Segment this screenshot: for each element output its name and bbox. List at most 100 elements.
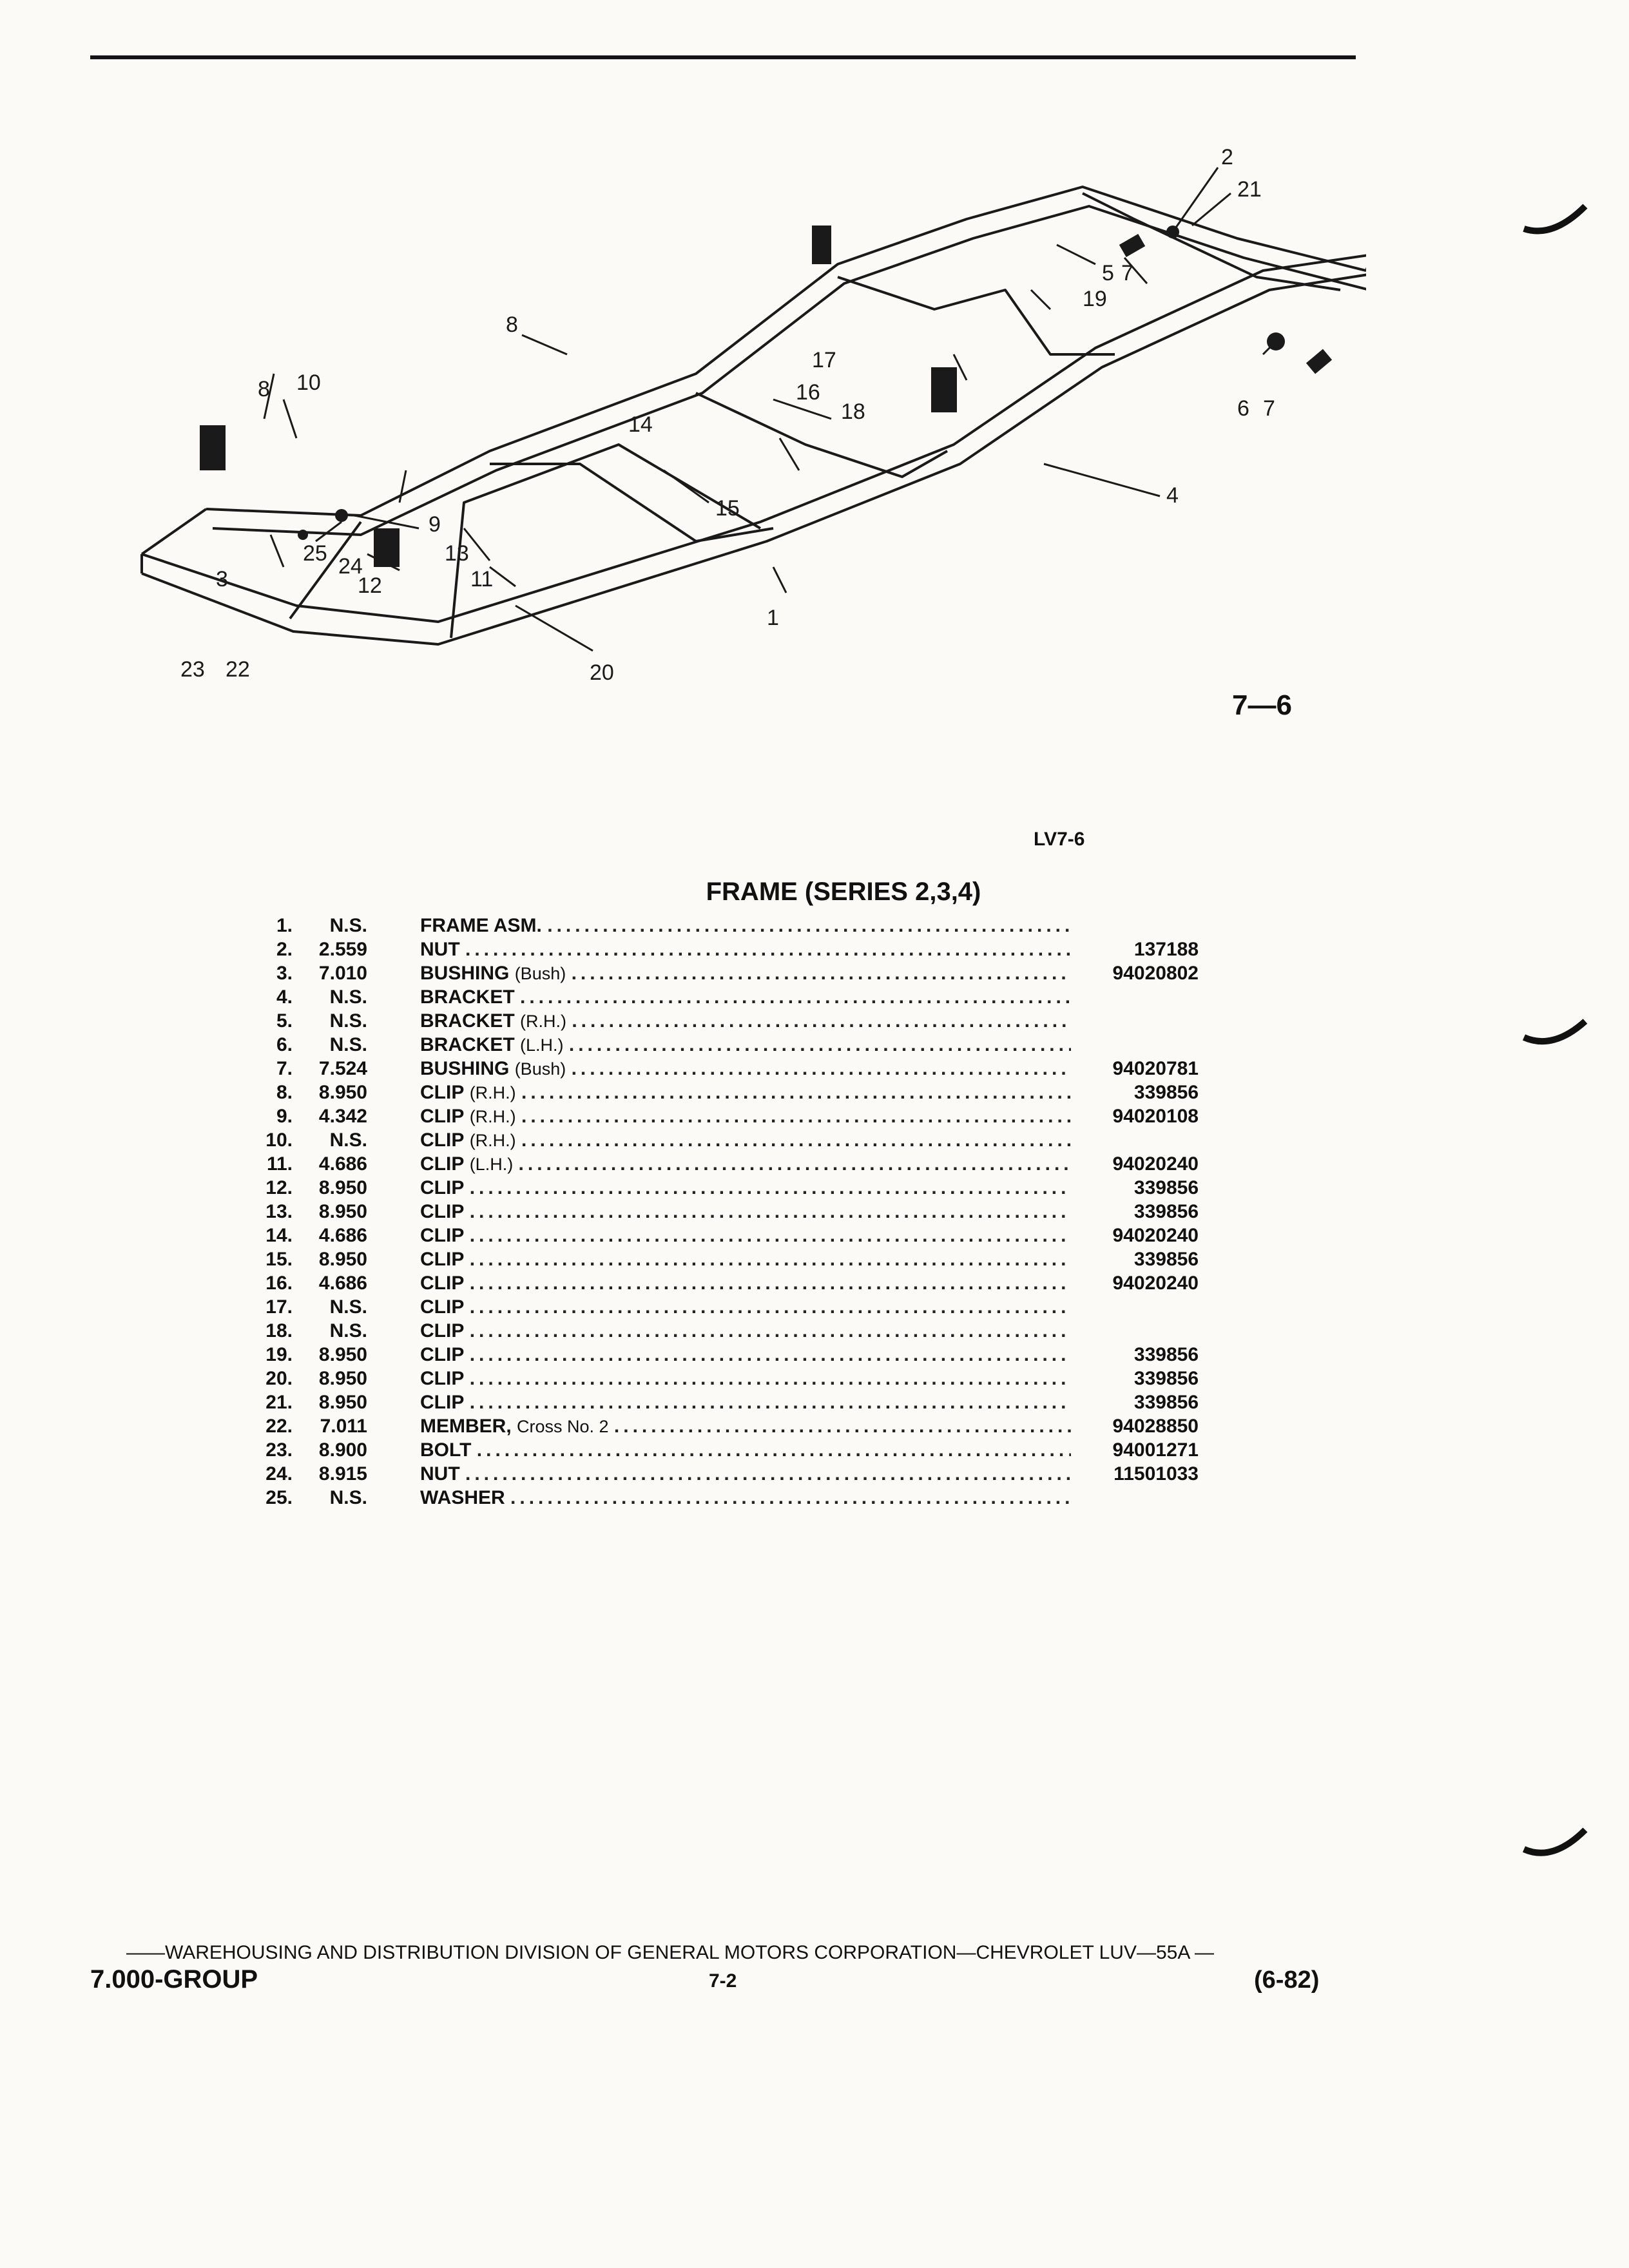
part-name: CLIP bbox=[420, 1225, 465, 1246]
part-qualifier: (R.H.) bbox=[469, 1107, 516, 1126]
binding-mark-3 bbox=[1522, 1827, 1588, 1856]
part-ref: N.S. bbox=[329, 1320, 367, 1341]
front-end bbox=[140, 508, 207, 573]
front-mount-right bbox=[374, 528, 400, 567]
callout-13: 13 bbox=[445, 541, 469, 566]
leader-dots: ........................................… bbox=[469, 1201, 1071, 1222]
part-number: 94001271 bbox=[1112, 1439, 1199, 1461]
parts-row: 5.N.S.BRACKET (R.H.) ...................… bbox=[238, 1009, 1218, 1033]
leader-dots: ........................................… bbox=[469, 1320, 1071, 1341]
part-index: 24. bbox=[265, 1463, 293, 1485]
part-name: NUT bbox=[420, 939, 460, 960]
part-ref: 7.524 bbox=[318, 1058, 367, 1079]
part-name: CLIP bbox=[420, 1392, 465, 1413]
part-qualifier: (L.H.) bbox=[520, 1035, 564, 1055]
cross-member-1 bbox=[289, 521, 362, 620]
callout-12: 12 bbox=[358, 573, 382, 598]
part-ref: 8.950 bbox=[318, 1177, 367, 1198]
part-ref: 4.686 bbox=[318, 1273, 367, 1294]
part-number: 339856 bbox=[1133, 1368, 1199, 1389]
parts-row: 25.N.S.WASHER ..........................… bbox=[238, 1486, 1218, 1510]
mid-mount-near bbox=[931, 367, 957, 412]
figure-code: LV7-6 bbox=[1034, 829, 1085, 850]
part-index: 12. bbox=[265, 1177, 293, 1198]
callout-8: 8 bbox=[506, 312, 518, 337]
part-ref: 8.900 bbox=[318, 1439, 367, 1461]
part-number: 339856 bbox=[1133, 1344, 1199, 1365]
parts-list: 1. N.S. FRAME ASM. .......................… bbox=[238, 914, 1218, 1510]
cross-member-4 bbox=[695, 392, 948, 478]
part-description: CLIP ...................................… bbox=[420, 1247, 1071, 1272]
callout-4: 4 bbox=[1166, 483, 1179, 508]
part-number: 137188 bbox=[1133, 939, 1199, 960]
part-index: 1. bbox=[276, 915, 293, 936]
part-name: BRACKET bbox=[420, 986, 515, 1008]
part-number: 339856 bbox=[1133, 1249, 1199, 1270]
part-index: 20. bbox=[265, 1368, 293, 1389]
callout-6: 6 bbox=[1237, 396, 1249, 421]
leader-dots: ........................................… bbox=[568, 1034, 1071, 1055]
part-name: NUT bbox=[420, 1463, 460, 1485]
parts-row: 1.N.S.FRAME ASM. .......................… bbox=[238, 914, 1218, 937]
callout-2: 2 bbox=[1221, 145, 1233, 169]
part-name: BUSHING bbox=[420, 1058, 510, 1079]
leader-dots: ........................................… bbox=[465, 939, 1071, 960]
part-description: CLIP ...................................… bbox=[420, 1224, 1071, 1248]
part-qualifier: Cross No. 2 bbox=[517, 1417, 609, 1436]
part-ref: 8.950 bbox=[318, 1368, 367, 1389]
part-number: 339856 bbox=[1133, 1201, 1199, 1222]
callout-15: 15 bbox=[715, 496, 740, 521]
part-description: BRACKET ................................… bbox=[420, 985, 1071, 1010]
callout-24: 24 bbox=[338, 554, 363, 579]
part-index: 7. bbox=[276, 1058, 293, 1079]
mid-mount-far bbox=[812, 226, 831, 264]
bushing-7-upper bbox=[1119, 233, 1146, 258]
callout-23: 23 bbox=[180, 657, 205, 682]
leader-dots: ........................................… bbox=[469, 1296, 1071, 1318]
part-index: 17. bbox=[265, 1296, 293, 1318]
part-ref: 8.950 bbox=[318, 1344, 367, 1365]
part-name: CLIP bbox=[420, 1153, 465, 1175]
cross-member-rear bbox=[1082, 192, 1341, 291]
part-index: 10. bbox=[265, 1129, 293, 1151]
part-number: 339856 bbox=[1133, 1392, 1199, 1413]
part-description: FRAME ASM. .............................… bbox=[420, 914, 1071, 938]
part-index: 15. bbox=[265, 1249, 293, 1270]
part-number: 339856 bbox=[1133, 1177, 1199, 1198]
part-number: 94020781 bbox=[1112, 1058, 1199, 1079]
part-index: 25. bbox=[265, 1487, 293, 1508]
frame-rails bbox=[140, 186, 1374, 646]
part-index: 19. bbox=[265, 1344, 293, 1365]
part-index: 8. bbox=[276, 1082, 293, 1103]
leader-dots: ........................................… bbox=[469, 1392, 1071, 1413]
part-qualifier: (R.H.) bbox=[469, 1131, 516, 1150]
part-ref: N.S. bbox=[329, 1034, 367, 1055]
part-description: CLIP (R.H.) ............................… bbox=[420, 1104, 1071, 1129]
part-description: CLIP ...................................… bbox=[420, 1343, 1071, 1367]
part-name: MEMBER, bbox=[420, 1416, 512, 1437]
callout-3: 3 bbox=[216, 567, 228, 591]
callout-8b: 8 bbox=[258, 377, 270, 401]
leader-dots: ........................................… bbox=[469, 1249, 1071, 1270]
part-ref: 8.950 bbox=[318, 1392, 367, 1413]
leader-dots: ........................................… bbox=[469, 1225, 1071, 1246]
part-name: CLIP bbox=[420, 1201, 465, 1222]
leader-dots: ........................................… bbox=[469, 1177, 1071, 1198]
part-index: 6. bbox=[276, 1034, 293, 1055]
part-description: CLIP ...................................… bbox=[420, 1176, 1071, 1200]
rail-far-bottom bbox=[212, 205, 1370, 536]
part-number: 94028850 bbox=[1112, 1416, 1199, 1437]
part-ref: 8.950 bbox=[318, 1082, 367, 1103]
cross-member-5 bbox=[837, 276, 1115, 356]
callout-22: 22 bbox=[226, 657, 250, 682]
part-ref: N.S. bbox=[329, 1010, 367, 1032]
part-description: MEMBER, Cross No. 2 ....................… bbox=[420, 1414, 1071, 1439]
part-description: CLIP ...................................… bbox=[420, 1295, 1071, 1320]
callout-7b: 7 bbox=[1263, 396, 1275, 421]
